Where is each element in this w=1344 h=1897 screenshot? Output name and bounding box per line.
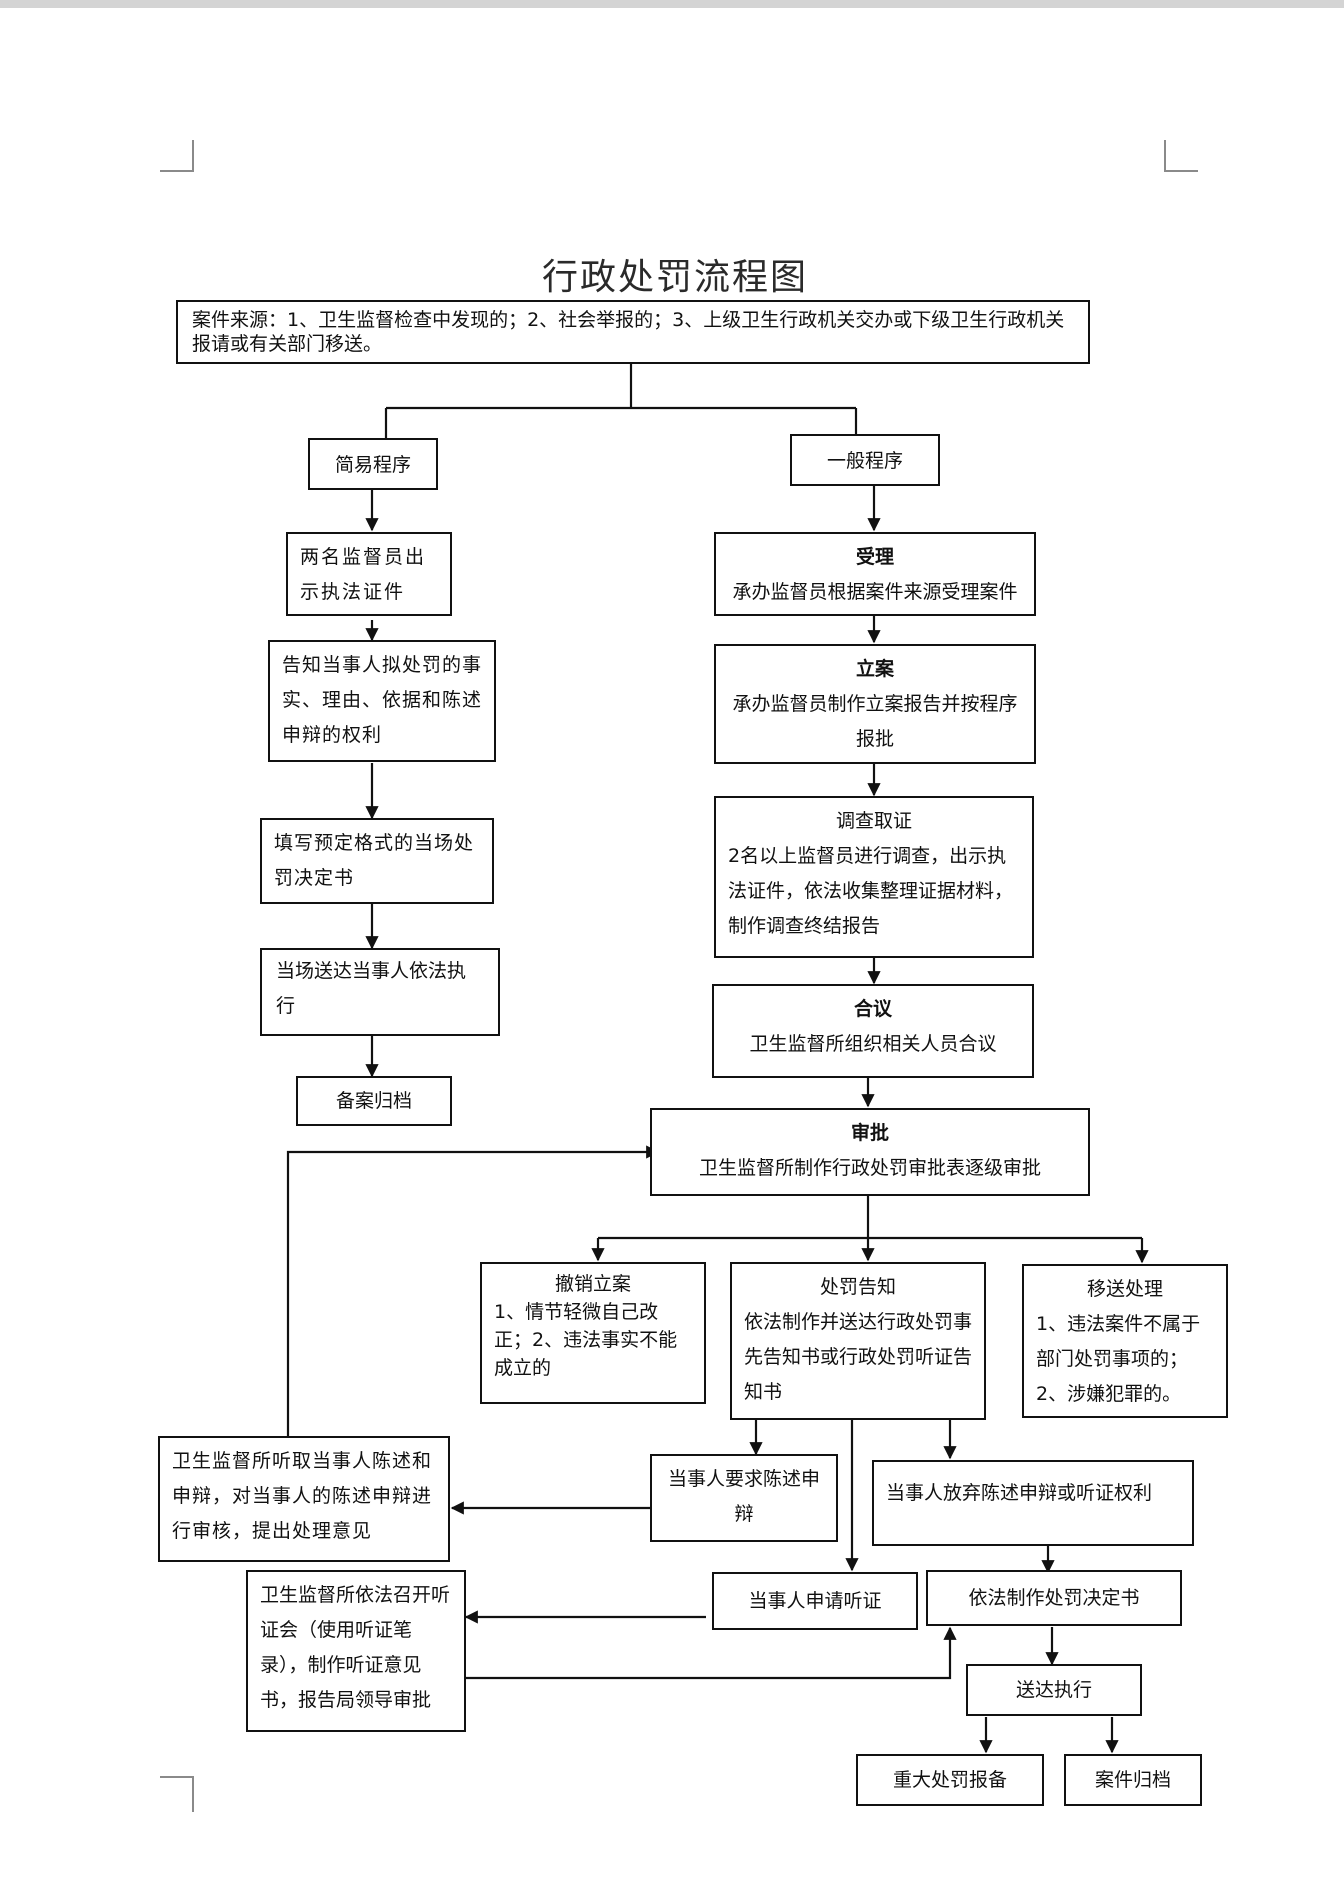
general-accept-text: 承办监督员根据案件来源受理案件 bbox=[732, 581, 1018, 603]
archive-box: 案件归档 bbox=[1064, 1754, 1202, 1806]
notice-title: 处罚告知 bbox=[819, 1276, 896, 1298]
waive-rights-box: 当事人放弃陈述申辩或听证权利 bbox=[872, 1460, 1194, 1546]
deliver-text: 送达执行 bbox=[1015, 1679, 1092, 1701]
general-discuss-text: 卫生监督所组织相关人员合议 bbox=[749, 1033, 997, 1055]
simple-step-fill-decision: 填写预定格式的当场处罚决定书 bbox=[260, 818, 494, 904]
simple-step-show-credentials: 两名监督员出示执法证件 bbox=[286, 532, 452, 616]
request-statement-box: 当事人要求陈述申辩 bbox=[650, 1454, 838, 1542]
simple-step-inform-party-text: 告知当事人拟处罚的事实、理由、依据和陈述申辩的权利 bbox=[282, 654, 483, 746]
transfer-title: 移送处理 bbox=[1086, 1278, 1163, 1300]
review-statement-text: 卫生监督所听取当事人陈述和申辩，对当事人的陈述申辩进行审核，提出处理意见 bbox=[172, 1450, 433, 1542]
general-file-box: 立案 承办监督员制作立案报告并按程序报批 bbox=[714, 644, 1036, 764]
waive-rights-text: 当事人放弃陈述申辩或听证权利 bbox=[886, 1482, 1153, 1504]
general-investigate-box: 调查取证 2名以上监督员进行调查，出示执法证件，依法收集整理证据材料，制作调查终… bbox=[714, 796, 1034, 958]
general-approve-title: 审批 bbox=[850, 1122, 889, 1144]
general-accept-title: 受理 bbox=[855, 546, 894, 568]
request-statement-text: 当事人要求陈述申辩 bbox=[667, 1468, 820, 1525]
archive-text: 案件归档 bbox=[1094, 1769, 1171, 1791]
crop-mark-top-right bbox=[1164, 140, 1198, 172]
general-approve-box: 审批 卫生监督所制作行政处罚审批表逐级审批 bbox=[650, 1108, 1090, 1196]
deliver-box: 送达执行 bbox=[966, 1664, 1142, 1716]
transfer-box: 移送处理 1、违法案件不属于部门处罚事项的；2、涉嫌犯罪的。 bbox=[1022, 1264, 1228, 1418]
crop-mark-top-left bbox=[160, 140, 194, 172]
hearing-request-text: 当事人申请听证 bbox=[748, 1590, 882, 1612]
simple-procedure-box: 简易程序 bbox=[308, 438, 438, 490]
hearing-text: 卫生监督所依法召开听证会（使用听证笔录），制作听证意见书，报告局领导审批 bbox=[260, 1584, 451, 1711]
general-file-title: 立案 bbox=[855, 658, 894, 680]
general-investigate-text: 2名以上监督员进行调查，出示执法证件，依法收集整理证据材料，制作调查终结报告 bbox=[728, 845, 1014, 937]
general-procedure-box: 一般程序 bbox=[790, 434, 940, 486]
simple-procedure-label: 简易程序 bbox=[334, 454, 411, 476]
case-source-box: 案件来源：1、卫生监督检查中发现的；2、社会举报的；3、上级卫生行政机关交办或下… bbox=[176, 300, 1090, 364]
crop-mark-bottom-left bbox=[160, 1776, 194, 1812]
general-file-text: 承办监督员制作立案报告并按程序报批 bbox=[732, 693, 1018, 750]
general-procedure-label: 一般程序 bbox=[826, 450, 903, 472]
general-accept-box: 受理 承办监督员根据案件来源受理案件 bbox=[714, 532, 1036, 616]
decision-box: 依法制作处罚决定书 bbox=[926, 1570, 1182, 1626]
revoke-text: 1、情节轻微自己改正；2、违法事实不能成立的 bbox=[494, 1301, 678, 1379]
case-source-text: 案件来源：1、卫生监督检查中发现的；2、社会举报的；3、上级卫生行政机关交办或下… bbox=[192, 309, 1065, 355]
top-edge-bar bbox=[0, 0, 1344, 8]
revoke-box: 撤销立案 1、情节轻微自己改正；2、违法事实不能成立的 bbox=[480, 1262, 706, 1404]
simple-step-archive: 备案归档 bbox=[296, 1076, 452, 1126]
line-review-up bbox=[286, 1145, 660, 1436]
simple-step-inform-party: 告知当事人拟处罚的事实、理由、依据和陈述申辩的权利 bbox=[268, 640, 496, 762]
major-report-text: 重大处罚报备 bbox=[892, 1769, 1007, 1791]
major-report-box: 重大处罚报备 bbox=[856, 1754, 1044, 1806]
line-hearing-to-decision bbox=[466, 1626, 957, 1680]
notice-box: 处罚告知 依法制作并送达行政处罚事先告知书或行政处罚听证告知书 bbox=[730, 1262, 986, 1420]
simple-step-archive-text: 备案归档 bbox=[335, 1090, 412, 1112]
decision-text: 依法制作处罚决定书 bbox=[968, 1587, 1140, 1609]
transfer-text: 1、违法案件不属于部门处罚事项的；2、涉嫌犯罪的。 bbox=[1036, 1313, 1201, 1405]
notice-text: 依法制作并送达行政处罚事先告知书或行政处罚听证告知书 bbox=[744, 1311, 973, 1403]
diagram-title: 行政处罚流程图 bbox=[541, 257, 808, 298]
simple-step-deliver-text: 当场送达当事人依法执行 bbox=[276, 960, 467, 1017]
simple-step-show-credentials-text: 两名监督员出示执法证件 bbox=[300, 546, 427, 603]
general-discuss-title: 合议 bbox=[853, 998, 892, 1020]
simple-step-deliver: 当场送达当事人依法执行 bbox=[260, 948, 500, 1036]
hearing-request-box: 当事人申请听证 bbox=[712, 1572, 918, 1630]
revoke-title: 撤销立案 bbox=[554, 1273, 631, 1295]
simple-step-fill-decision-text: 填写预定格式的当场处罚决定书 bbox=[274, 832, 475, 889]
review-statement-box: 卫生监督所听取当事人陈述和申辩，对当事人的陈述申辩进行审核，提出处理意见 bbox=[158, 1436, 450, 1562]
general-investigate-title: 调查取证 bbox=[835, 810, 912, 832]
general-discuss-box: 合议 卫生监督所组织相关人员合议 bbox=[712, 984, 1034, 1078]
hearing-box: 卫生监督所依法召开听证会（使用听证笔录），制作听证意见书，报告局领导审批 bbox=[246, 1570, 466, 1732]
general-approve-text: 卫生监督所制作行政处罚审批表逐级审批 bbox=[698, 1157, 1041, 1179]
